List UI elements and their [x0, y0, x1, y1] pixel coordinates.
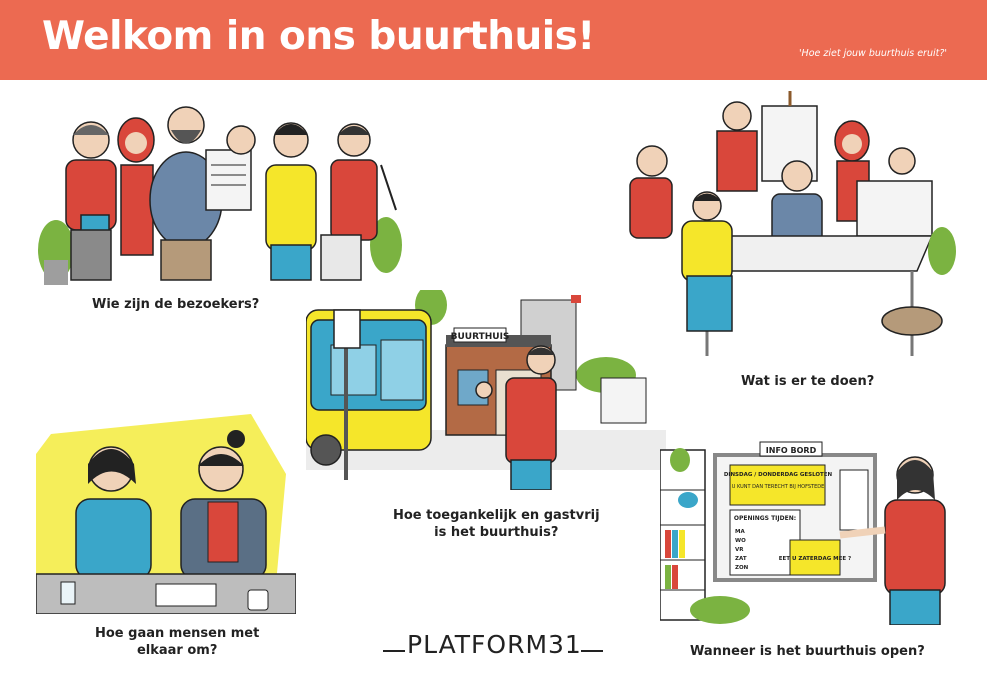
logo-text: PLATFORM31 [407, 630, 582, 659]
visitors-illustration [36, 95, 406, 285]
notice-closed: DINSDAG / DONDERDAG GESLOTEN [724, 472, 833, 478]
access-caption-line-2: is het buurthuis? [434, 525, 559, 540]
logo-line-right [581, 650, 603, 652]
info-board-title: INFO BORD [766, 446, 817, 455]
platform31-logo: PLATFORM31 [383, 628, 603, 660]
activities-illustration [612, 86, 957, 366]
logo-line-left [383, 650, 405, 652]
activities-caption: Wat is er te doen? [741, 374, 875, 389]
notice-dinner: EET U ZATERDAG MEE ? [779, 556, 851, 562]
day-label: WO [735, 538, 746, 544]
interaction-caption-line-2: elkaar om? [136, 643, 218, 658]
opening-hours-title: OPENINGS TIJDEN: [734, 515, 796, 522]
opening-caption: Wanneer is het buurthuis open? [690, 644, 925, 659]
day-label: ZON [735, 565, 749, 571]
page-title: Welkom in ons buurthuis! [42, 14, 595, 59]
interaction-illustration [36, 414, 296, 614]
tagline: 'Hoe ziet jouw buurthuis eruit?' [798, 48, 947, 59]
visitors-caption: Wie zijn de bezoekers? [92, 297, 260, 312]
interaction-caption: Hoe gaan mensen met elkaar om? [95, 625, 259, 659]
header-banner: Welkom in ons buurthuis! 'Hoe ziet jouw … [0, 0, 987, 80]
notice-alternative: U KUNT DAN TERECHT BIJ HOFSTEDE [732, 484, 825, 490]
access-illustration: BUURTHUIS [306, 290, 666, 490]
day-label: MA [735, 529, 745, 535]
access-caption-line-1: Hoe toegankelijk en gastvrij [393, 508, 600, 523]
interaction-caption-line-1: Hoe gaan mensen met [95, 626, 260, 641]
building-sign: BUURTHUIS [451, 332, 510, 342]
access-caption: Hoe toegankelijk en gastvrij is het buur… [393, 507, 600, 541]
day-label: VR [735, 547, 744, 553]
day-label: ZAT [735, 556, 747, 562]
opening-illustration: INFO BORD DINSDAG / DONDERDAG GESLOTEN U… [660, 440, 960, 625]
